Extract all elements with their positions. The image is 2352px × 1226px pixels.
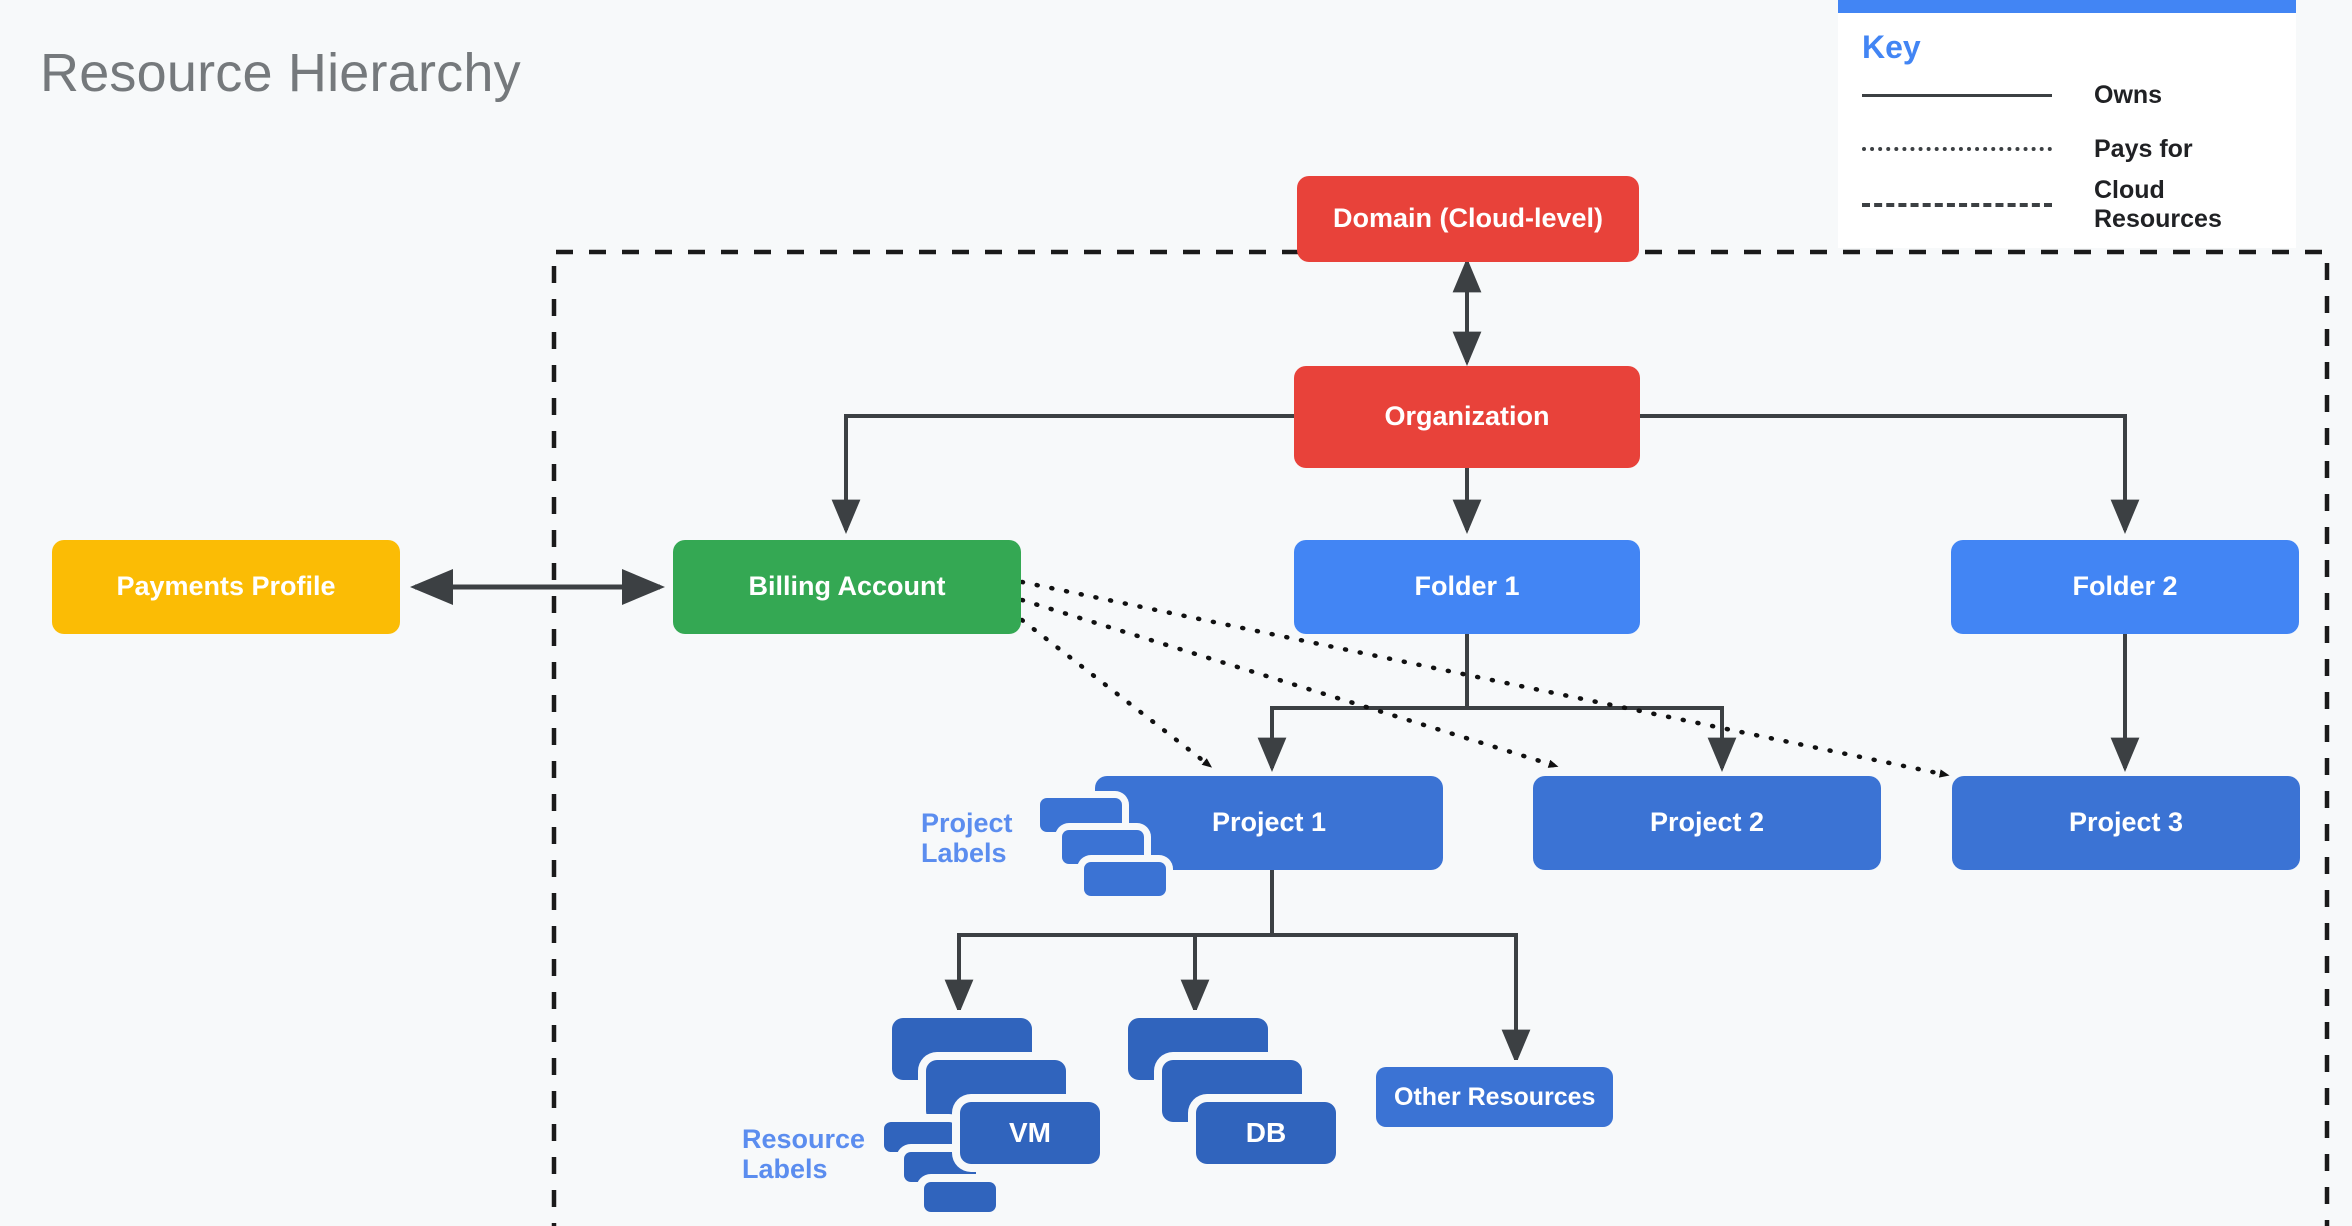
page-title: Resource Hierarchy xyxy=(40,43,521,103)
node-organization[interactable]: Organization xyxy=(1294,366,1640,468)
edge-folder1-project1 xyxy=(1257,630,1469,773)
legend-line-dashed-icon xyxy=(1862,203,2052,207)
node-other-resources[interactable]: Other Resources xyxy=(1376,1067,1614,1127)
resource-stack-vm[interactable]: VM xyxy=(884,1018,1114,1226)
legend-key-panel: Key Owns Pays for Cloud Resources xyxy=(1838,0,2296,248)
node-folder-2[interactable]: Folder 2 xyxy=(1951,540,2299,634)
node-domain[interactable]: Domain (Cloud-level) xyxy=(1297,176,1639,262)
project-label-chip-1 xyxy=(1040,798,1122,832)
legend-row-pays-for: Pays for xyxy=(1838,122,2296,176)
legend-row-cloud-resources: Cloud Resources xyxy=(1838,176,2296,234)
legend-row-owns: Owns xyxy=(1838,68,2296,122)
node-project-3[interactable]: Project 3 xyxy=(1952,776,2300,870)
edge-folder1-project2 xyxy=(1465,630,1737,773)
vm-label-chip-1 xyxy=(884,1122,956,1152)
legend-label-owns: Owns xyxy=(2094,80,2163,109)
edge-billing-pays-project1 xyxy=(1019,617,1213,769)
vm-label-chip-3 xyxy=(924,1182,996,1212)
legend-line-dotted-icon xyxy=(1862,147,2052,151)
node-project-2[interactable]: Project 2 xyxy=(1533,776,1881,870)
db-card-front: DB xyxy=(1196,1102,1336,1164)
project-label-chip-2 xyxy=(1062,830,1144,864)
resource-stack-db[interactable]: DB xyxy=(1120,1018,1336,1168)
legend-label-cloud-resources: Cloud Resources xyxy=(2094,176,2222,233)
vm-card-front: VM xyxy=(960,1102,1100,1164)
project-labels-chip-stack xyxy=(1040,798,1170,900)
project-label-chip-3 xyxy=(1084,862,1166,896)
node-billing-account[interactable]: Billing Account xyxy=(673,540,1021,634)
legend-line-solid-icon xyxy=(1862,93,2052,97)
legend-title: Key xyxy=(1862,29,1921,65)
legend-label-pays-for: Pays for xyxy=(2094,134,2193,163)
edge-project1-db xyxy=(1180,870,1274,1015)
node-folder-1[interactable]: Folder 1 xyxy=(1294,540,1640,634)
node-payments-profile[interactable]: Payments Profile xyxy=(52,540,400,634)
